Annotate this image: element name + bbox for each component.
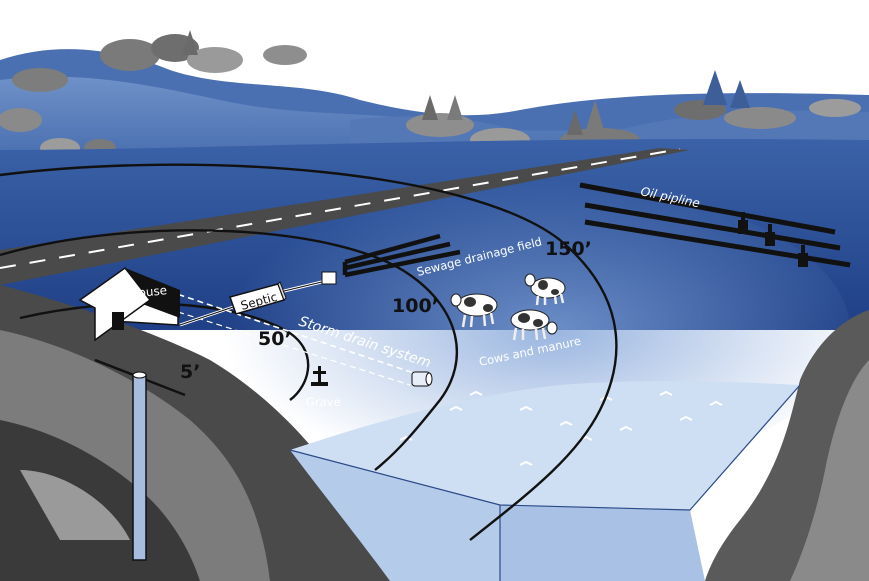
house-illustration xyxy=(78,266,180,342)
left-rock-wall xyxy=(0,285,390,581)
house-label: House xyxy=(129,283,168,301)
ring-150ft xyxy=(0,163,618,541)
water-ripples xyxy=(399,390,723,466)
cow-icon-3 xyxy=(510,309,558,341)
cow-icon-2 xyxy=(524,273,566,306)
cow-icon xyxy=(450,293,498,328)
ring-100ft xyxy=(0,229,459,471)
storm-drain-line xyxy=(149,284,421,376)
distance-150ft-label: 150’ xyxy=(545,238,592,260)
sewage-drainage-pipes xyxy=(342,233,461,278)
road xyxy=(0,148,690,285)
pipeline-valves xyxy=(738,212,808,267)
distance-100ft-label: 100’ xyxy=(392,295,439,317)
distribution-box xyxy=(321,271,337,285)
septic-tank xyxy=(229,281,287,315)
storm-drain-outlet xyxy=(411,371,433,387)
grave-icon xyxy=(311,366,328,386)
distance-50ft-label: 50’ xyxy=(258,328,292,350)
grave-label: Grave xyxy=(306,395,341,409)
tree-clusters xyxy=(0,30,861,158)
aquifer-water xyxy=(289,381,801,581)
right-rock-wall xyxy=(705,310,869,581)
distance-5ft-label: 5’ xyxy=(180,361,200,383)
well-pipe xyxy=(132,371,147,561)
